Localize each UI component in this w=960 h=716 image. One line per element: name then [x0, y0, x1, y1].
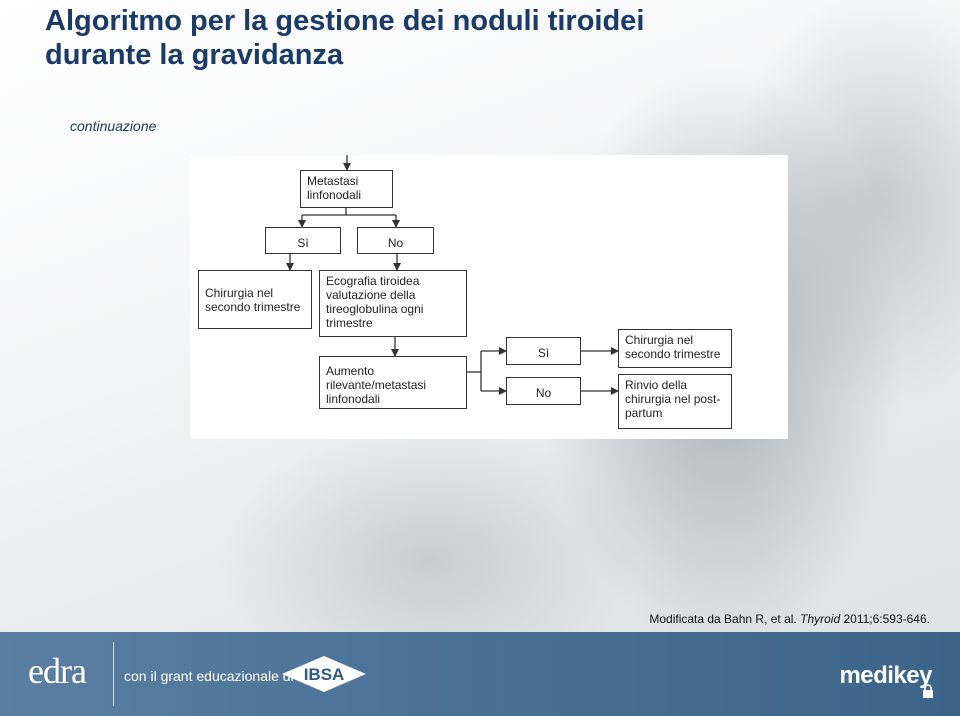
key-icon — [923, 684, 933, 698]
box-aumento-rilevante: Aumento rilevante/metastasi linfonodali — [319, 356, 467, 409]
page-title: Algoritmo per la gestione dei noduli tir… — [45, 4, 644, 72]
medikey-logo: medikey — [839, 662, 932, 689]
box-metastasi-linfonodali: Metastasi linfonodali — [300, 170, 393, 208]
citation: Modificata da Bahn R, et al. Thyroid 201… — [649, 612, 930, 626]
title-line-1: Algoritmo per la gestione dei noduli tir… — [45, 5, 645, 37]
box-no-1: No — [357, 227, 434, 254]
citation-suffix: 2011;6:593-646. — [843, 612, 930, 626]
subtitle: continuazione — [70, 118, 157, 134]
flowchart-panel: Metastasi linfonodali Sì No Chirurgia ne… — [190, 155, 788, 439]
grant-text: con il grant educazionale di — [124, 668, 294, 684]
ibsa-logo: IBSA — [282, 656, 366, 692]
box-ecografia-tiroidea: Ecografia tiroidea valutazione della tir… — [319, 270, 467, 337]
edra-logo: edra — [28, 651, 87, 691]
box-chirurgia-secondo-trimestre-2: Chirurgia nel secondo trimestre — [618, 329, 732, 368]
box-si-2: Sì — [506, 337, 581, 365]
flowchart-connectors — [286, 155, 619, 395]
footer-bar: edra con il grant educazionale di IBSA m… — [0, 632, 960, 716]
citation-journal: Thyroid — [800, 612, 841, 626]
box-chirurgia-secondo-trimestre-1: Chirurgia nel secondo trimestre — [198, 270, 312, 329]
title-line-2: durante la gravidanza — [45, 39, 344, 71]
footer-divider — [113, 642, 114, 706]
box-rinvio-chirurgia: Rinvio della chirurgia nel post-partum — [618, 374, 732, 429]
ibsa-logo-text: IBSA — [304, 665, 345, 684]
citation-prefix: Modificata da Bahn R, et al. — [649, 612, 797, 626]
box-si-1: Sì — [265, 227, 341, 254]
box-no-2: No — [506, 377, 581, 405]
